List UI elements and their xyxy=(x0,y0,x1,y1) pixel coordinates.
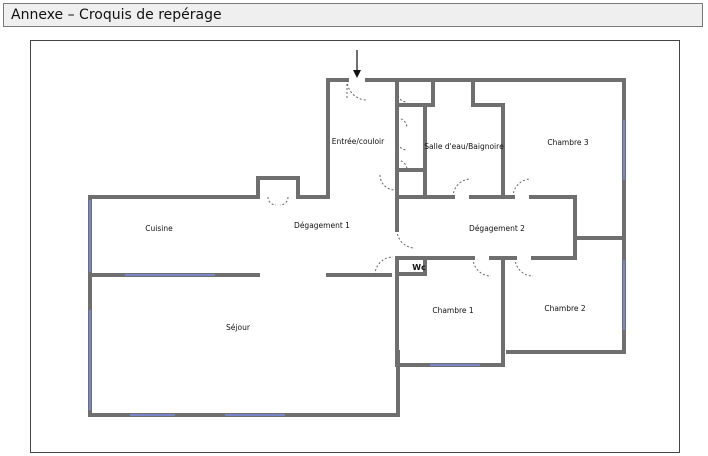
room-label-degagement1: Dégagement 1 xyxy=(294,221,350,230)
wall xyxy=(296,78,330,199)
wall xyxy=(423,78,435,199)
door-swing xyxy=(279,196,289,206)
door-swing xyxy=(396,139,408,151)
wall xyxy=(88,195,400,417)
door-swing xyxy=(396,159,408,171)
entrance-arrow-icon xyxy=(353,50,361,78)
room-label-degagement2: Dégagement 2 xyxy=(469,224,525,233)
walls xyxy=(88,78,626,417)
header-bar: Annexe – Croquis de repérage xyxy=(3,3,703,27)
room-label-chambre1: Chambre 1 xyxy=(432,306,474,315)
door-swing xyxy=(512,178,532,198)
wall xyxy=(573,195,626,240)
wall xyxy=(471,78,505,199)
room-label-sejour: Séjour xyxy=(226,323,251,332)
wall xyxy=(396,350,505,367)
door-swing xyxy=(267,196,277,206)
page-title: Annexe – Croquis de repérage xyxy=(11,7,222,23)
room-label-cuisine: Cuisine xyxy=(145,224,173,233)
door-swing xyxy=(472,257,492,277)
door-swing xyxy=(379,174,396,191)
doors xyxy=(267,79,534,277)
door-swing xyxy=(374,256,394,276)
door-swing xyxy=(346,79,368,101)
door-swing xyxy=(514,257,534,277)
room-label-wc: Wc xyxy=(412,263,426,272)
room-label-chambre3: Chambre 3 xyxy=(547,138,589,147)
door-swing xyxy=(396,117,408,129)
wall xyxy=(531,236,577,260)
room-label-salle-eau: Salle d'eau/Baignoire xyxy=(424,142,504,151)
door-swing xyxy=(452,178,472,198)
room-label-chambre2: Chambre 2 xyxy=(544,304,586,313)
door-swing xyxy=(396,91,408,103)
door-swing xyxy=(396,229,416,249)
room-label-entree: Entrée/couloir xyxy=(332,137,385,146)
windows xyxy=(89,120,625,416)
plan-frame xyxy=(30,40,680,453)
wall xyxy=(395,256,427,276)
wall xyxy=(256,176,300,199)
